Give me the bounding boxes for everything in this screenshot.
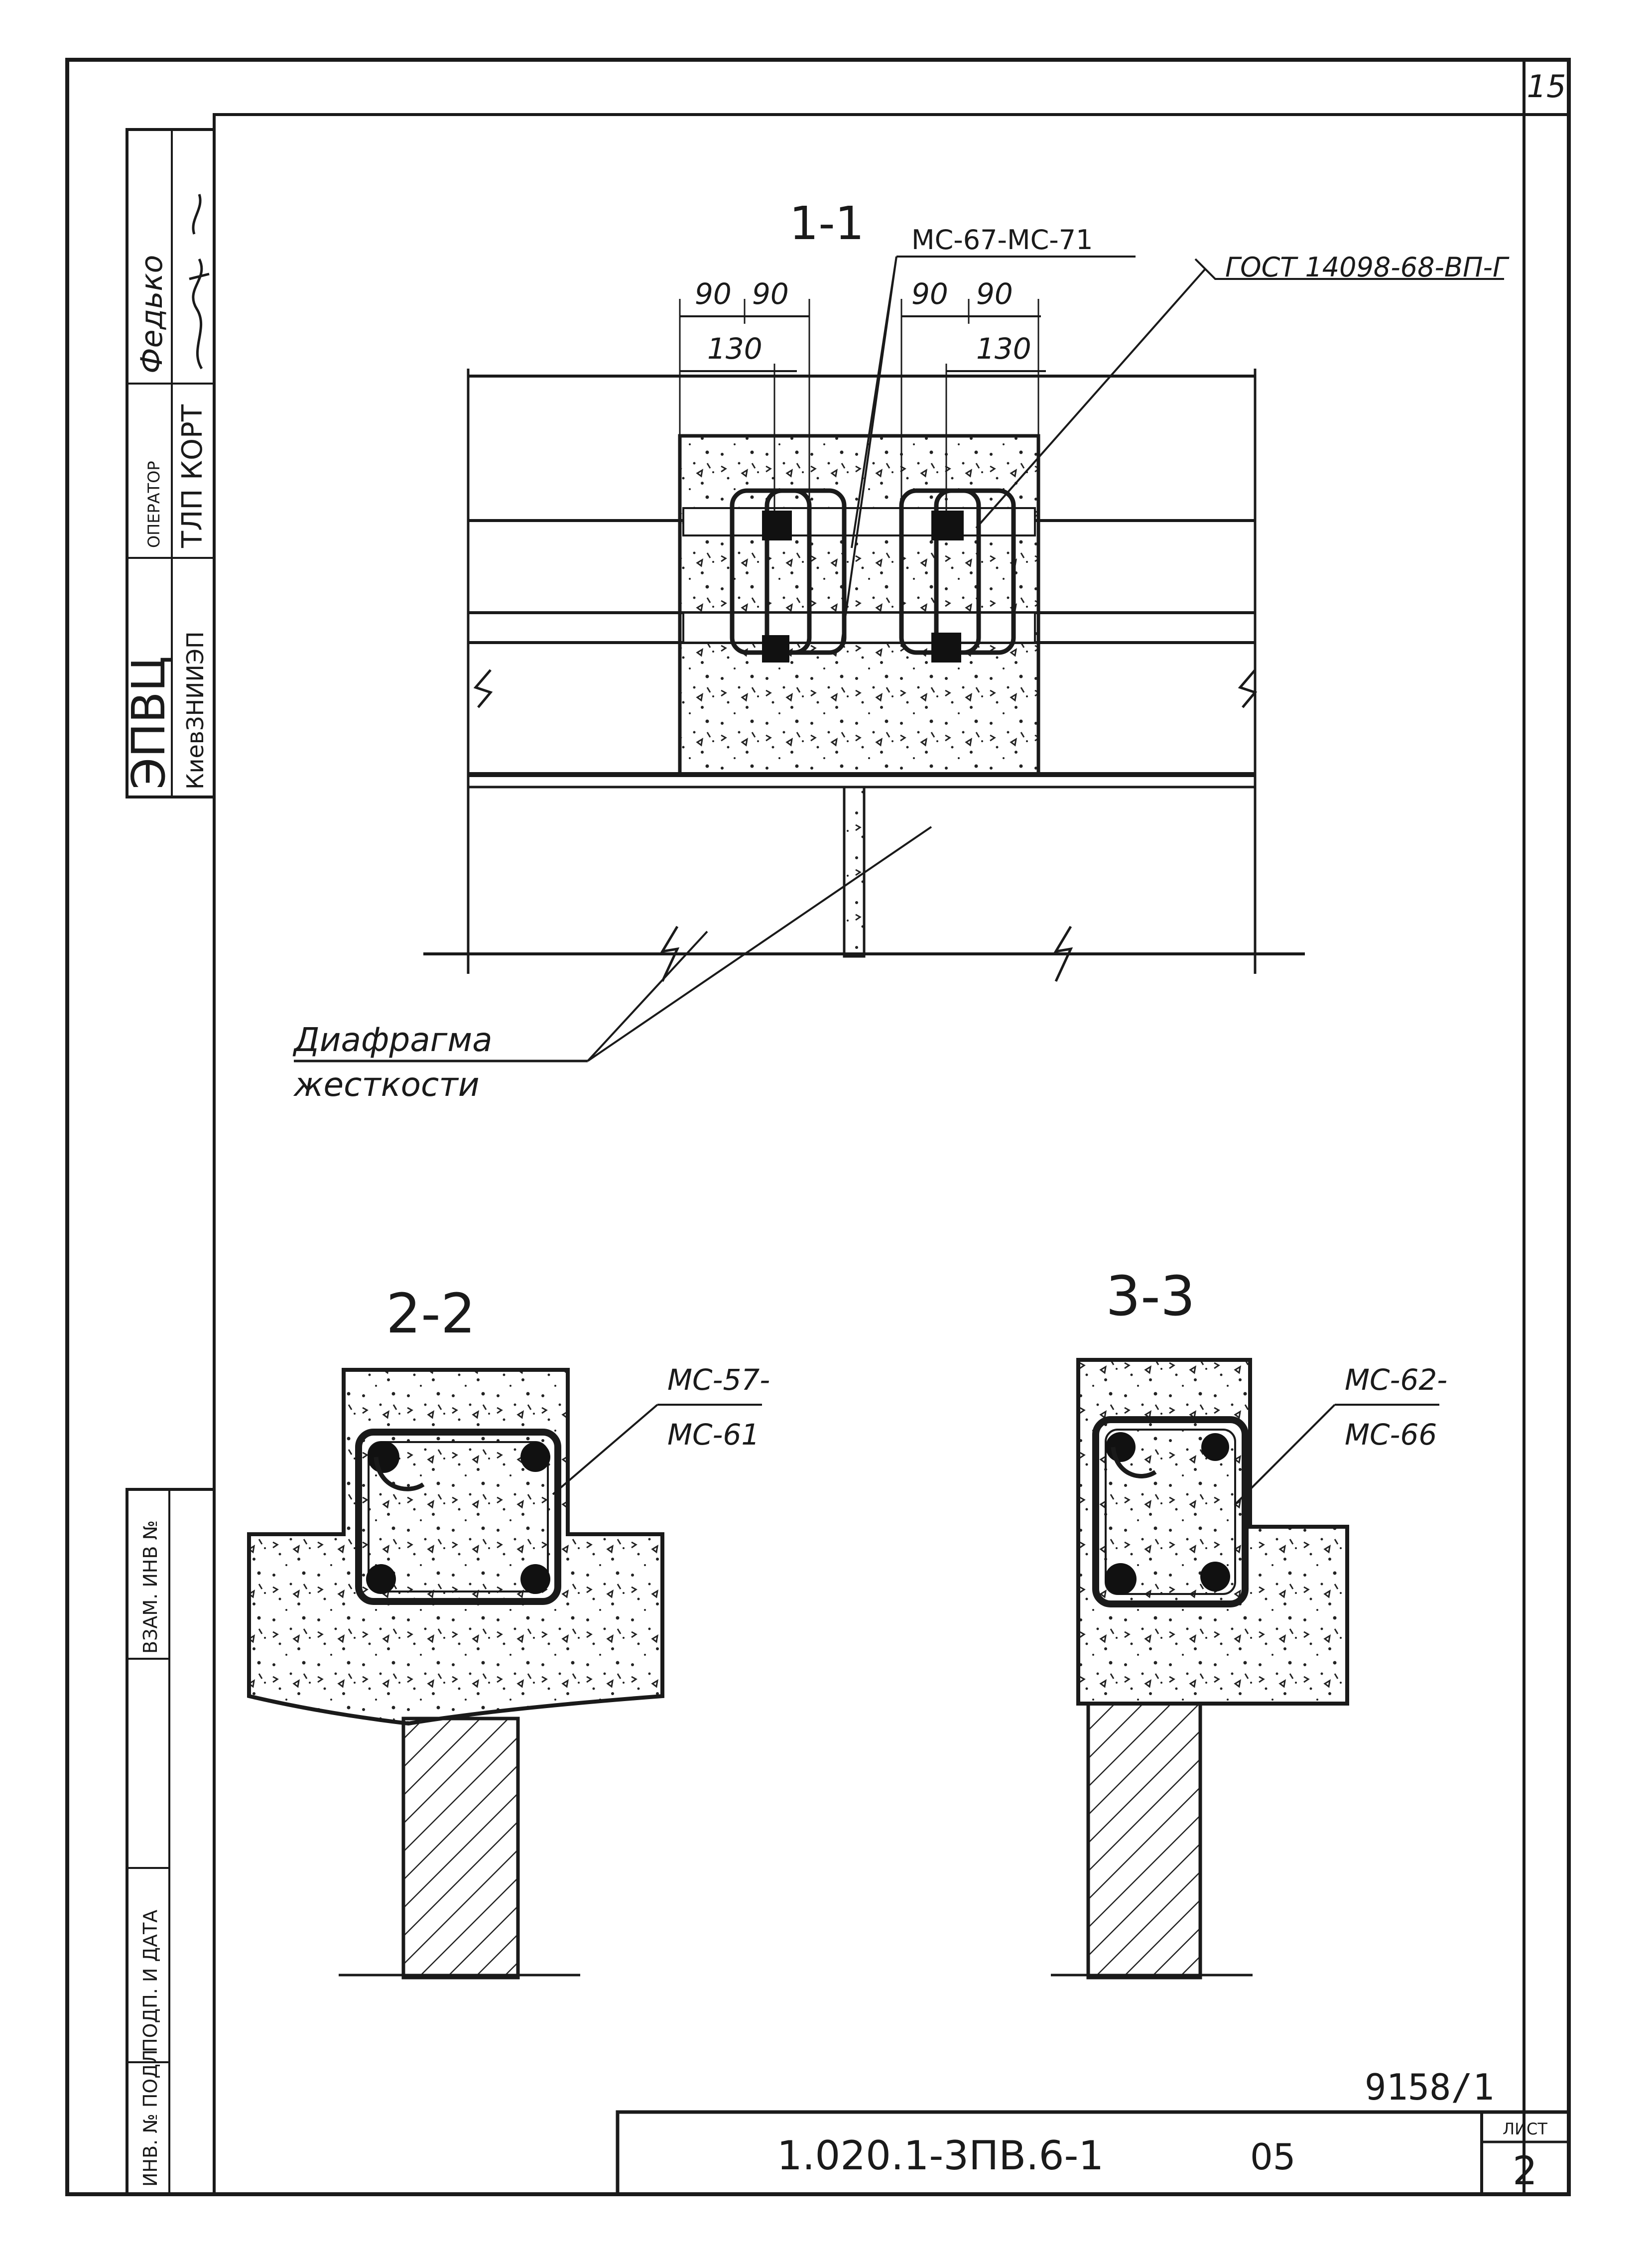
dim-left-b: 90 [752,277,789,311]
stamp-signature [189,194,210,370]
callout-diaphragm-1: Диафрагма [292,1021,493,1059]
rebar [1106,1432,1136,1462]
section-3-3: 3-3 МС-62- МС-66 [1051,1264,1447,1980]
bar [762,511,792,540]
wall-below-3 [1086,1702,1202,1980]
diaphragm-wall [843,786,866,958]
callout-diaphragm-2: жесткости [293,1065,480,1104]
side-inv-podl: ИНВ. № ПОДЛ [139,2049,161,2187]
section-2-callout-2: МС-61 [667,1418,760,1452]
page-number: 15 [1527,68,1566,105]
section-3-outline [1076,1358,1349,1706]
bar [931,511,964,540]
callout-gost: ГОСТ 14098-68-ВП-Г [1225,252,1510,283]
bar [931,633,961,663]
rebar [520,1442,550,1472]
rebar [1201,1433,1229,1461]
stamp-surname: Федько [134,255,169,374]
sheet-number: 2 [1513,2149,1537,2194]
dim-left-c: 130 [707,332,762,366]
rebar [520,1564,550,1594]
document-suffix: 05 [1250,2136,1296,2178]
wall-below-2 [401,1717,520,1980]
dim-right-b: 90 [976,277,1013,311]
rebar [368,1441,399,1473]
rebar [1105,1563,1137,1595]
section-1-title: 1-1 [789,197,864,250]
dim-right-c: 130 [976,332,1031,366]
stamp-operator-title: ОПЕРАТОР [144,461,163,548]
section-2-2: 2-2 МС-57- МС-61 [247,1282,770,1980]
rebar [366,1564,396,1594]
document-code: 1.020.1-3ПВ.6-1 [777,2132,1104,2179]
stamp-operator-name: ТЛП КОРТ [176,404,209,548]
section-3-callout-1: МС-62- [1345,1363,1447,1397]
sheet-label: ЛИСТ [1503,2120,1547,2138]
section-3-callout-2: МС-66 [1345,1418,1437,1452]
outer-frame [65,58,1571,2196]
bar [762,635,789,663]
dim-left-a: 90 [695,277,732,311]
callout-mesh: МС-67-МС-71 [911,224,1093,256]
archive-number: 9158/1 [1365,2066,1494,2108]
section-3-title: 3-3 [1106,1264,1195,1328]
rebar [1200,1562,1230,1592]
section-2-callout-1: МС-57- [667,1363,770,1397]
side-vzam-inv: ВЗАМ. ИНВ № [139,1520,161,1654]
stamp-org-main: ЭПВЦ [122,656,175,790]
stamp-box [126,128,216,798]
section-1-1: 1-1 [292,197,1510,1104]
side-podp-data: ПОДП. И ДАТА [139,1910,161,2052]
side-columns-box [126,1488,216,2196]
dim-right-a: 90 [911,277,948,311]
title-block [616,2110,1571,2196]
stamp-org-sub: КиевЗНИИЭП [182,631,209,790]
section-2-title: 2-2 [386,1282,476,1345]
section-2-outline [247,1368,664,1726]
